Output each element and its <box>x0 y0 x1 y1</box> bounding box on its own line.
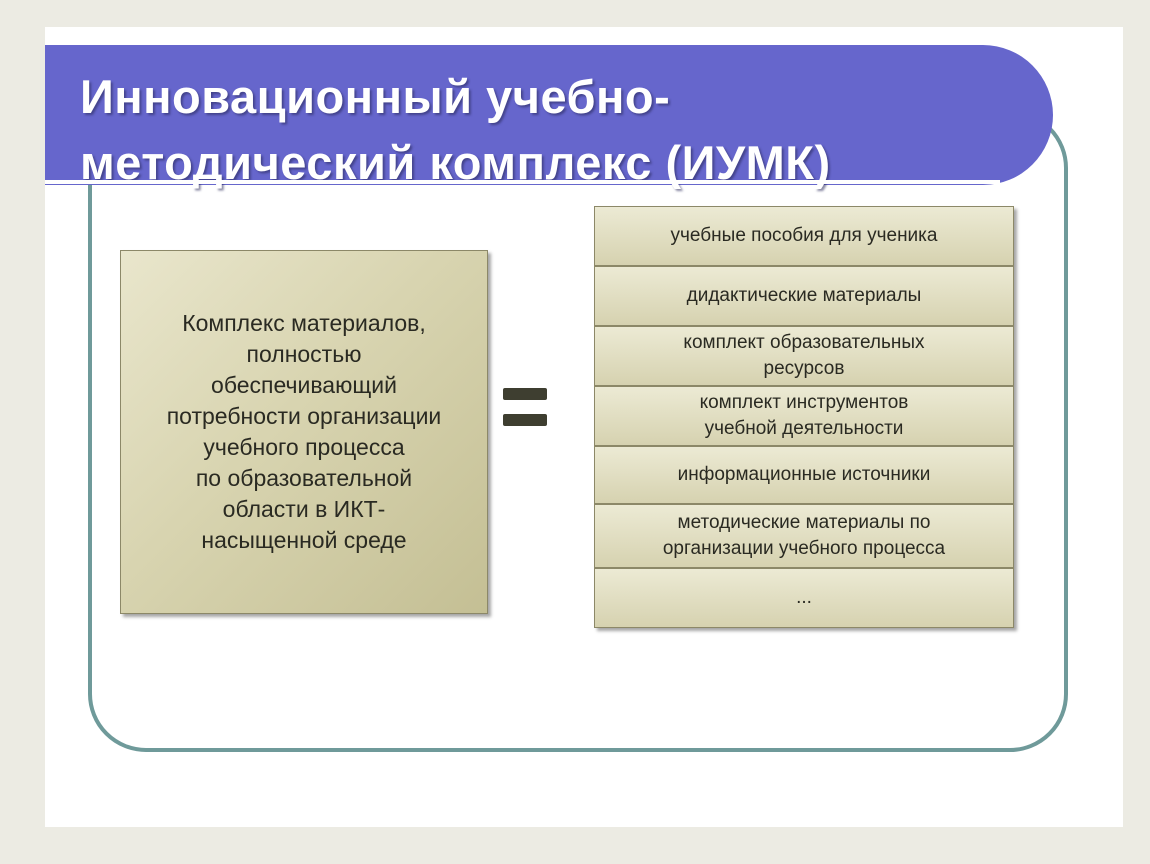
component-item: комплект образовательных ресурсов <box>594 326 1014 386</box>
component-label: комплект инструментов учебной деятельнос… <box>699 392 909 439</box>
component-label: учебные пособия для ученика <box>670 225 938 246</box>
component-label: комплект образовательных ресурсов <box>683 332 925 379</box>
component-label: методические материалы по организации уч… <box>662 512 946 559</box>
component-item: информационные источники <box>594 446 1014 504</box>
equals-sign-icon <box>503 388 547 430</box>
components-list: учебные пособия для ученика дидактически… <box>594 206 1014 628</box>
title-underline <box>45 180 1000 184</box>
equals-bar-top <box>503 388 547 400</box>
component-label: ... <box>796 587 812 608</box>
component-item: методические материалы по организации уч… <box>594 504 1014 568</box>
component-label: дидактические материалы <box>686 285 922 306</box>
definition-box: Комплекс материалов, полностью обеспечив… <box>120 250 488 614</box>
component-item: ... <box>594 568 1014 628</box>
component-label: информационные источники <box>677 464 931 485</box>
component-item: учебные пособия для ученика <box>594 206 1014 266</box>
definition-text: Комплекс материалов, полностью обеспечив… <box>166 310 442 553</box>
slide-title: Инновационный учебно- методический компл… <box>80 70 831 189</box>
component-item: комплект инструментов учебной деятельнос… <box>594 386 1014 446</box>
equals-bar-bottom <box>503 414 547 426</box>
title-bar <box>45 45 1053 185</box>
component-item: дидактические материалы <box>594 266 1014 326</box>
